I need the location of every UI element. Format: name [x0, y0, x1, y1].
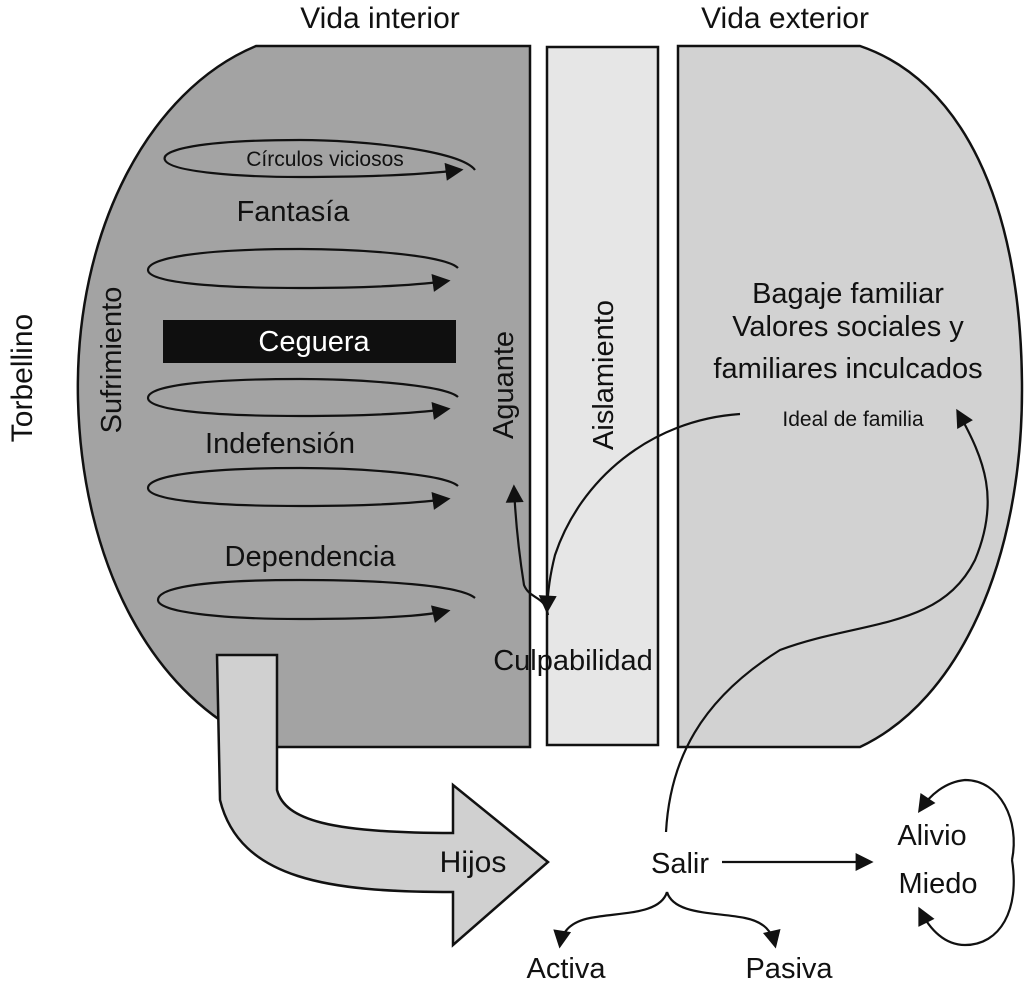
cycle-loop-5: [156, 578, 476, 623]
activa-label: Activa: [527, 953, 607, 985]
aguante-label: Aguante: [488, 331, 520, 439]
alivio-label: Alivio: [897, 820, 966, 852]
item-dependencia: Dependencia: [225, 541, 397, 573]
pasiva-label: Pasiva: [745, 953, 833, 985]
hijos-label: Hijos: [440, 846, 507, 879]
cycle-loop-2: [146, 247, 459, 292]
outer-line-1: Bagaje familiar: [752, 278, 944, 310]
header-vida-interior: Vida interior: [300, 2, 460, 35]
ideal-to-culpabilidad-arrow: [538, 412, 741, 614]
salir-to-ideal-arrow: [664, 408, 989, 833]
aislamiento-label: Aislamiento: [588, 300, 620, 450]
outer-line-2: Valores sociales y: [732, 311, 964, 343]
salir-to-pasiva-arrow: [665, 891, 781, 949]
isolation-panel: [545, 45, 660, 747]
outer-life-panel: [676, 44, 1024, 749]
cycle-loop-1: [163, 138, 476, 181]
ideal-familia-label: Ideal de familia: [782, 408, 924, 431]
alivio-miedo-loop-arrow-top: [918, 778, 1015, 861]
ceguera-bar: [163, 320, 456, 363]
cycle-loop-4: [146, 466, 459, 510]
salir-to-activa-arrow: [553, 891, 669, 949]
cycle-label: Círculos viciosos: [246, 148, 404, 171]
torbellino-label: Torbellino: [6, 314, 39, 442]
ceguera-label: Ceguera: [258, 326, 370, 358]
item-fantasia: Fantasía: [237, 196, 351, 228]
culpabilidad-label: Culpabilidad: [493, 645, 653, 677]
cycle-loop-3: [146, 377, 459, 420]
culpabilidad-to-aguante-arrow: [505, 484, 550, 616]
item-indefension: Indefensión: [205, 428, 355, 460]
outer-line-3: familiares inculcados: [713, 353, 982, 385]
salir-label: Salir: [651, 848, 709, 880]
hijos-arrow: [215, 653, 550, 948]
miedo-label: Miedo: [899, 868, 978, 900]
sufrimiento-label: Sufrimiento: [96, 287, 128, 434]
header-vida-exterior: Vida exterior: [701, 2, 869, 35]
inner-life-panel: [76, 44, 532, 749]
alivio-miedo-loop-arrow-bottom: [918, 859, 1015, 947]
